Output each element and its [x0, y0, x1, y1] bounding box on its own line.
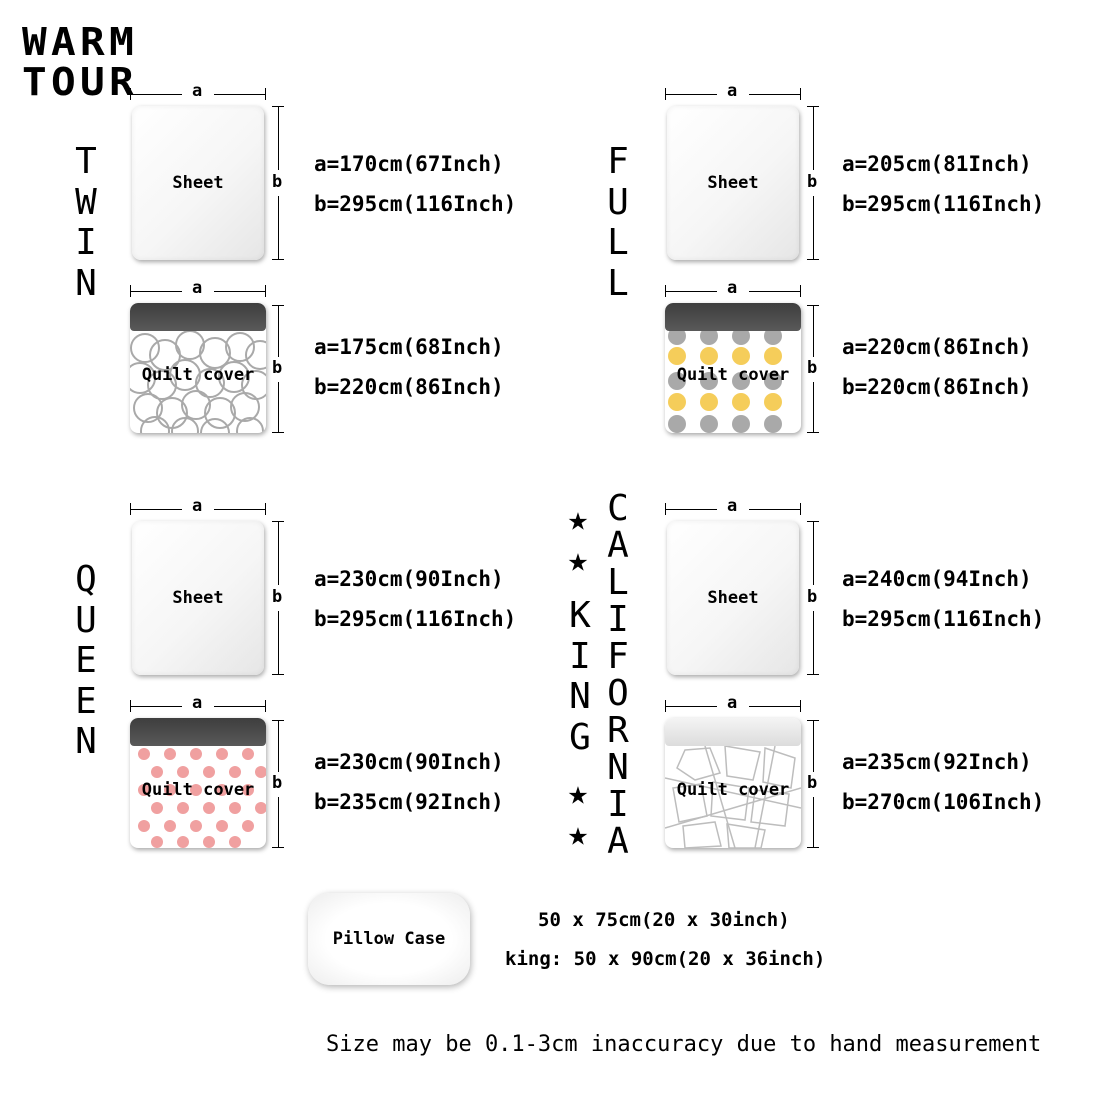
full-sheet-b: b=295cm(116Inch) [842, 192, 1045, 216]
sheet-label: Sheet [172, 173, 224, 193]
queen-quilt-dimensions: a=230cm(90Inch) b=235cm(92Inch) [314, 742, 504, 822]
dim-b-label: b [272, 773, 283, 793]
size-name-queen: QUEEN [75, 559, 97, 762]
pillow-size-standard: 50 x 75cm(20 x 30inch) [538, 909, 790, 931]
twin-quilt-b: b=220cm(86Inch) [314, 375, 504, 399]
dim-a-label: a [192, 693, 203, 713]
full-quilt-b: b=220cm(86Inch) [842, 375, 1032, 399]
queen-sheet-b: b=295cm(116Inch) [314, 607, 517, 631]
calking-quilt-b: b=270cm(106Inch) [842, 790, 1045, 814]
height-indicator-twin-quilt: b [270, 305, 286, 433]
pillow-size-king: king: 50 x 90cm(20 x 36inch) [505, 948, 826, 970]
quilt-cover-image-queen: Quilt cover [130, 718, 266, 848]
star-icon: ★ [567, 499, 589, 539]
height-indicator-full-quilt: b [805, 305, 821, 433]
dim-a-label: a [727, 81, 738, 101]
full-quilt-a: a=220cm(86Inch) [842, 335, 1032, 359]
quilt-cover-image-twin: Quilt cover [130, 303, 266, 433]
brand-line-2: TOUR [22, 60, 139, 104]
brand-line-1: WARM [22, 20, 139, 64]
star-icon: ★ [567, 540, 589, 580]
calking-quilt-a: a=235cm(92Inch) [842, 750, 1032, 774]
twin-sheet-dimensions: a=170cm(67Inch) b=295cm(116Inch) [314, 144, 516, 224]
sheet-label: Sheet [707, 173, 759, 193]
geometric-pattern [665, 745, 801, 848]
dim-b-label: b [807, 358, 818, 378]
width-indicator-calking-sheet: a [665, 496, 801, 517]
width-indicator-calking-quilt: a [665, 693, 801, 714]
queen-sheet-dimensions: a=230cm(90Inch) b=295cm(116Inch) [314, 559, 516, 639]
quilt-top-band [130, 718, 266, 746]
quilt-top-band [665, 303, 801, 331]
calking-quilt-dimensions: a=235cm(92Inch) b=270cm(106Inch) [842, 742, 1044, 822]
twin-sheet-a: a=170cm(67Inch) [314, 152, 504, 176]
polka-dot-pattern [668, 327, 782, 433]
dim-b-label: b [272, 172, 283, 192]
dim-a-label: a [727, 693, 738, 713]
dim-b-label: b [807, 587, 818, 607]
full-quilt-dimensions: a=220cm(86Inch) b=220cm(86Inch) [842, 327, 1032, 407]
quilt-top-band [665, 718, 801, 746]
calking-sheet-dimensions: a=240cm(94Inch) b=295cm(116Inch) [842, 559, 1044, 639]
quilt-top-band [130, 303, 266, 331]
measurement-note: Size may be 0.1-3cm inaccuracy due to ha… [326, 1032, 1042, 1057]
sheet-image-full: Sheet [667, 106, 799, 260]
queen-quilt-b: b=235cm(92Inch) [314, 790, 504, 814]
twin-quilt-a: a=175cm(68Inch) [314, 335, 504, 359]
twin-quilt-dimensions: a=175cm(68Inch) b=220cm(86Inch) [314, 327, 504, 407]
twin-sheet-b: b=295cm(116Inch) [314, 192, 517, 216]
quilt-label: Quilt cover [676, 365, 790, 385]
queen-quilt-a: a=230cm(90Inch) [314, 750, 504, 774]
width-indicator-twin-quilt: a [130, 278, 266, 299]
calking-sheet-a: a=240cm(94Inch) [842, 567, 1032, 591]
size-name-full: FULL [607, 141, 629, 304]
calking-sheet-b: b=295cm(116Inch) [842, 607, 1045, 631]
height-indicator-full-sheet: b [805, 106, 821, 260]
height-indicator-twin-sheet: b [270, 106, 286, 260]
size-name-twin: TWIN [75, 141, 97, 304]
sheet-image-queen: Sheet [132, 521, 264, 675]
sheet-label: Sheet [172, 588, 224, 608]
width-indicator-queen-sheet: a [130, 496, 266, 517]
height-indicator-queen-sheet: b [270, 521, 286, 675]
sheet-image-twin: Sheet [132, 106, 264, 260]
full-sheet-a: a=205cm(81Inch) [842, 152, 1032, 176]
dim-a-label: a [727, 496, 738, 516]
width-indicator-twin-sheet: a [130, 81, 266, 102]
star-icon: ★ [567, 814, 589, 854]
size-name-king: KING [569, 595, 591, 758]
dim-a-label: a [192, 278, 203, 298]
dim-b-label: b [807, 773, 818, 793]
height-indicator-calking-sheet: b [805, 521, 821, 675]
dim-b-label: b [272, 358, 283, 378]
brand-logo: WARM TOUR [22, 22, 138, 102]
sheet-image-calking: Sheet [667, 521, 799, 675]
quilt-label: Quilt cover [141, 780, 255, 800]
star-icon: ★ [567, 773, 589, 813]
dim-a-label: a [192, 496, 203, 516]
width-indicator-queen-quilt: a [130, 693, 266, 714]
width-indicator-full-quilt: a [665, 278, 801, 299]
size-name-california: CALIFORNIA [607, 488, 629, 862]
height-indicator-queen-quilt: b [270, 720, 286, 848]
pillow-label: Pillow Case [332, 929, 446, 949]
quilt-label: Quilt cover [676, 780, 790, 800]
dim-b-label: b [807, 172, 818, 192]
width-indicator-full-sheet: a [665, 81, 801, 102]
quilt-cover-image-calking: Quilt cover [665, 718, 801, 848]
height-indicator-calking-quilt: b [805, 720, 821, 848]
circle-pattern [130, 330, 266, 433]
pillow-case-image: Pillow Case [308, 893, 470, 985]
full-sheet-dimensions: a=205cm(81Inch) b=295cm(116Inch) [842, 144, 1044, 224]
dim-a-label: a [192, 81, 203, 101]
sheet-label: Sheet [707, 588, 759, 608]
dim-b-label: b [272, 587, 283, 607]
dim-a-label: a [727, 278, 738, 298]
quilt-cover-image-full: Quilt cover [665, 303, 801, 433]
queen-sheet-a: a=230cm(90Inch) [314, 567, 504, 591]
quilt-label: Quilt cover [141, 365, 255, 385]
flower-pattern [138, 748, 266, 848]
